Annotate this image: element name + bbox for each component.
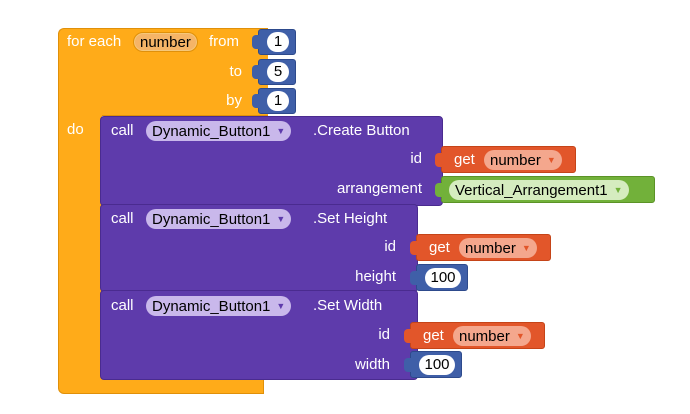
set-height-number-block[interactable]: 100 xyxy=(410,264,468,291)
set-height-component-dropdown[interactable]: Dynamic_Button1 ▼ xyxy=(146,209,292,229)
create-button-get-block[interactable]: get number ▼ xyxy=(435,146,576,173)
for-each-footer xyxy=(58,378,264,394)
set-width-get-block[interactable]: get number ▼ xyxy=(404,322,545,349)
create-button-arrangement-label: arrangement xyxy=(336,180,422,197)
to-label: to xyxy=(229,63,242,80)
set-height-call-label: call xyxy=(111,210,134,227)
from-label: from xyxy=(209,33,239,50)
set-height-get-block[interactable]: get number ▼ xyxy=(410,234,551,261)
by-connector xyxy=(252,94,260,108)
number-connector xyxy=(410,271,418,285)
arrangement-value: Vertical_Arrangement1 xyxy=(455,182,608,199)
to-number-block[interactable]: 5 xyxy=(252,59,296,85)
set-width-component-name: Dynamic_Button1 xyxy=(152,298,271,315)
do-label: do xyxy=(67,121,84,138)
create-button-component-name: Dynamic_Button1 xyxy=(152,123,271,140)
by-label: by xyxy=(226,92,242,109)
set-width-id-label: id xyxy=(378,326,390,343)
get-variable-dropdown[interactable]: number ▼ xyxy=(453,326,531,346)
create-button-component-dropdown[interactable]: Dynamic_Button1 ▼ xyxy=(146,121,292,141)
chevron-down-icon: ▼ xyxy=(546,155,556,165)
width-value[interactable]: 100 xyxy=(419,355,455,375)
get-connector xyxy=(435,153,443,167)
chevron-down-icon: ▼ xyxy=(521,243,531,253)
set-width-call-label: call xyxy=(111,297,134,314)
chevron-down-icon: ▼ xyxy=(276,301,286,311)
for-each-label: for each xyxy=(67,33,122,50)
to-value[interactable]: 5 xyxy=(267,62,289,82)
get-variable-name: number xyxy=(490,152,541,169)
get-connector xyxy=(410,241,418,255)
set-height-height-label: height xyxy=(355,268,396,285)
get-label: get xyxy=(429,239,450,256)
for-each-arm xyxy=(58,112,102,384)
set-height-method: .Set Height xyxy=(313,210,388,227)
loop-variable-name: number xyxy=(140,34,191,51)
from-connector xyxy=(252,35,260,49)
from-number-block[interactable]: 1 xyxy=(252,29,296,55)
create-button-id-label: id xyxy=(410,150,422,167)
get-label: get xyxy=(454,151,475,168)
chevron-down-icon: ▼ xyxy=(276,126,286,136)
get-label: get xyxy=(423,327,444,344)
set-height-id-label: id xyxy=(384,238,396,255)
create-button-method: .Create Button xyxy=(313,122,410,139)
loop-variable-dropdown[interactable]: number xyxy=(133,32,198,52)
from-value[interactable]: 1 xyxy=(267,32,289,52)
get-variable-dropdown[interactable]: number ▼ xyxy=(459,238,537,258)
component-connector xyxy=(435,183,443,197)
number-connector xyxy=(404,358,412,372)
set-width-width-label: width xyxy=(354,356,390,373)
height-value[interactable]: 100 xyxy=(425,268,461,288)
by-number-block[interactable]: 1 xyxy=(252,88,296,114)
chevron-down-icon: ▼ xyxy=(515,331,525,341)
set-width-method: .Set Width xyxy=(313,297,383,314)
get-variable-name: number xyxy=(459,328,510,345)
to-connector xyxy=(252,65,260,79)
set-height-component-name: Dynamic_Button1 xyxy=(152,211,271,228)
set-width-number-block[interactable]: 100 xyxy=(404,351,462,378)
get-variable-name: number xyxy=(465,240,516,257)
arrangement-component-block[interactable]: Vertical_Arrangement1 ▼ xyxy=(435,176,655,203)
get-connector xyxy=(404,329,412,343)
arrangement-dropdown[interactable]: Vertical_Arrangement1 ▼ xyxy=(449,180,629,200)
chevron-down-icon: ▼ xyxy=(276,214,286,224)
get-variable-dropdown[interactable]: number ▼ xyxy=(484,150,562,170)
set-width-component-dropdown[interactable]: Dynamic_Button1 ▼ xyxy=(146,296,292,316)
by-value[interactable]: 1 xyxy=(267,91,289,111)
create-button-call-label: call xyxy=(111,122,134,139)
chevron-down-icon: ▼ xyxy=(613,185,623,195)
